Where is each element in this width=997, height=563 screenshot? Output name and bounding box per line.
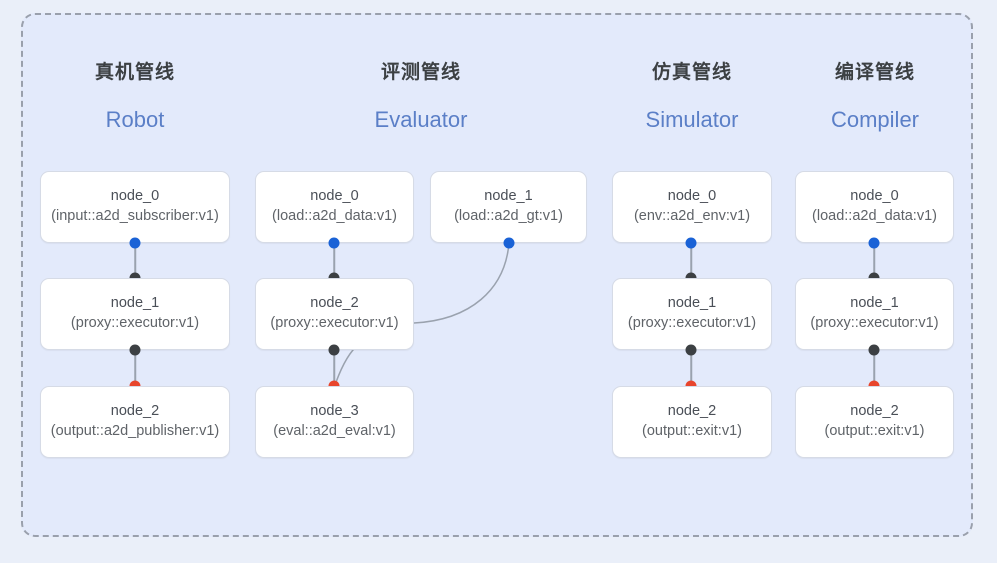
edge-compiler-0-1 [873,243,875,278]
node-name: node_2 [110,403,160,420]
node-spec: (output::exit:v1) [642,423,742,439]
port-output-simulator-1[interactable] [685,344,697,356]
node-evaluator-3[interactable]: node_3 (eval::a2d_eval:v1) [255,386,414,458]
node-evaluator-0[interactable]: node_0 (load::a2d_data:v1) [255,171,414,243]
port-output-evaluator-0[interactable] [328,237,340,249]
port-output-robot-1[interactable] [129,344,141,356]
node-name: node_1 [850,295,899,312]
edge-robot-0-1 [134,243,136,278]
node-name: node_0 [667,188,717,205]
node-name: node_2 [667,403,717,420]
node-simulator-0[interactable]: node_0 (env::a2d_env:v1) [612,171,772,243]
column-header-compiler: 编译管线 Compiler [780,63,970,131]
node-spec: (proxy::executor:v1) [627,315,757,331]
node-spec: (load::a2d_data:v1) [272,208,397,224]
node-spec: (eval::a2d_eval:v1) [273,423,396,439]
edge-simulator-0-1 [690,243,692,278]
column-title-en-simulator: Simulator [645,107,739,132]
node-evaluator-1[interactable]: node_1 (load::a2d_gt:v1) [430,171,587,243]
node-spec: (env::a2d_env:v1) [633,208,751,224]
node-spec: (proxy::executor:v1) [810,315,939,331]
column-title-cn-robot: 真机管线 [94,62,175,83]
node-name: node_0 [310,188,359,205]
node-compiler-0[interactable]: node_0 (load::a2d_data:v1) [795,171,954,243]
node-spec: (input::a2d_subscriber:v1) [51,208,219,224]
node-name: node_1 [667,295,717,312]
node-compiler-1[interactable]: node_1 (proxy::executor:v1) [795,278,954,350]
edge-evaluator-0-2 [333,243,335,278]
column-title-cn-compiler: 编译管线 [834,62,915,83]
node-name: node_1 [484,188,533,205]
column-title-en-robot: Robot [105,107,165,132]
column-header-simulator: 仿真管线 Simulator [597,63,787,131]
node-robot-0[interactable]: node_0 (input::a2d_subscriber:v1) [40,171,230,243]
node-name: node_1 [110,295,160,312]
column-title-en-evaluator: Evaluator [374,107,468,132]
column-title-cn-evaluator: 评测管线 [380,62,461,83]
column-header-robot: 真机管线 Robot [40,63,230,131]
column-header-evaluator: 评测管线 Evaluator [326,63,516,131]
node-name: node_2 [310,295,359,312]
edge-compiler-1-2 [873,350,875,386]
node-spec: (proxy::executor:v1) [70,315,200,331]
node-spec: (load::a2d_data:v1) [812,208,937,224]
node-robot-2[interactable]: node_2 (output::a2d_publisher:v1) [40,386,230,458]
node-spec: (output::exit:v1) [824,423,925,439]
node-robot-1[interactable]: node_1 (proxy::executor:v1) [40,278,230,350]
column-title-en-compiler: Compiler [830,107,920,132]
node-name: node_0 [850,188,899,205]
node-evaluator-2[interactable]: node_2 (proxy::executor:v1) [255,278,414,350]
port-output-compiler-0[interactable] [868,237,880,249]
edge-evaluator-2-3 [333,350,335,386]
node-simulator-1[interactable]: node_1 (proxy::executor:v1) [612,278,772,350]
port-output-compiler-1[interactable] [868,344,880,356]
node-spec: (proxy::executor:v1) [270,315,399,331]
node-spec: (load::a2d_gt:v1) [454,208,563,224]
node-spec: (output::a2d_publisher:v1) [50,423,220,439]
column-title-cn-simulator: 仿真管线 [651,62,732,83]
node-name: node_0 [110,188,160,205]
port-output-evaluator-2[interactable] [328,344,340,356]
port-output-evaluator-1[interactable] [503,237,515,249]
node-name: node_2 [850,403,899,420]
node-simulator-2[interactable]: node_2 (output::exit:v1) [612,386,772,458]
port-output-robot-0[interactable] [129,237,141,249]
edge-simulator-1-2 [690,350,692,386]
edge-robot-1-2 [134,350,136,386]
node-compiler-2[interactable]: node_2 (output::exit:v1) [795,386,954,458]
node-name: node_3 [310,403,359,420]
port-output-simulator-0[interactable] [685,237,697,249]
